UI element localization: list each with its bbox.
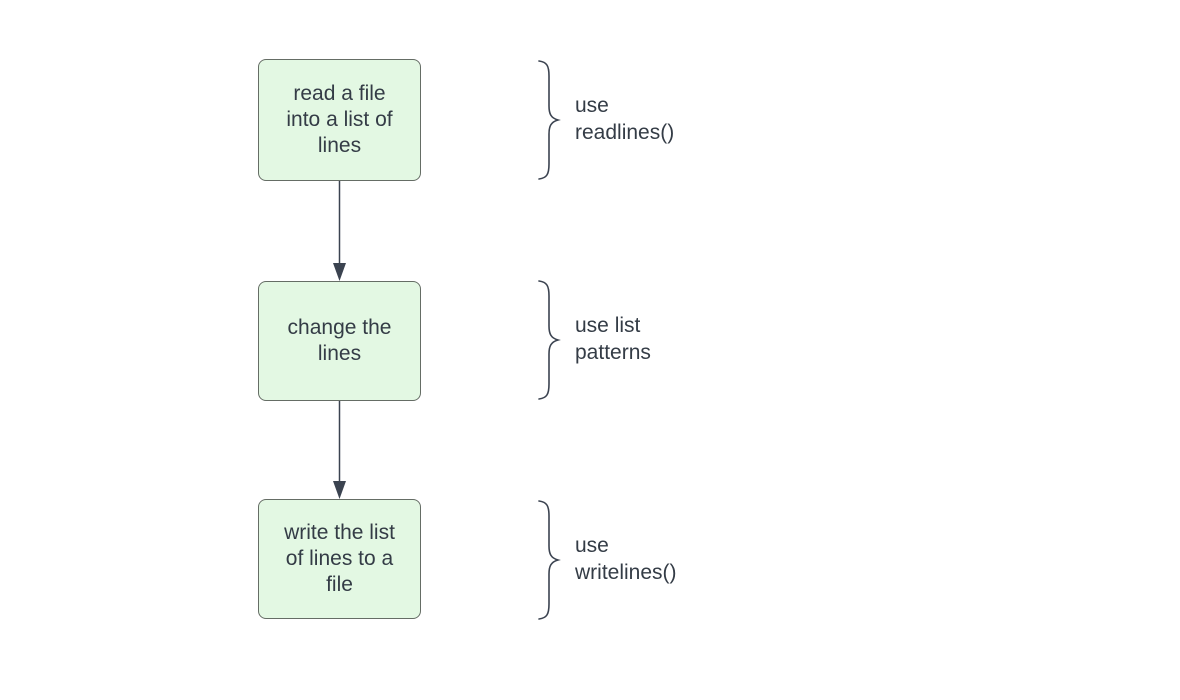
- node-label: read a file into a list of lines: [286, 82, 393, 157]
- flow-node-write-file: write the list of lines to a file: [258, 499, 421, 619]
- flow-node-change-lines: change the lines: [258, 281, 421, 401]
- curly-brace-icon: [538, 500, 561, 620]
- annotation-writelines: use writelines(): [575, 534, 677, 584]
- annotation-list-patterns: use list patterns: [575, 314, 651, 364]
- curly-brace-icon: [538, 280, 561, 400]
- curly-brace-icon: [538, 60, 561, 180]
- annotation-readlines: use readlines(): [575, 94, 675, 144]
- flow-arrow: [333, 401, 346, 499]
- flow-arrow: [333, 181, 346, 281]
- flow-node-read-file: read a file into a list of lines: [258, 59, 421, 181]
- node-label: write the list of lines to a file: [284, 521, 395, 596]
- node-label: change the lines: [287, 316, 392, 365]
